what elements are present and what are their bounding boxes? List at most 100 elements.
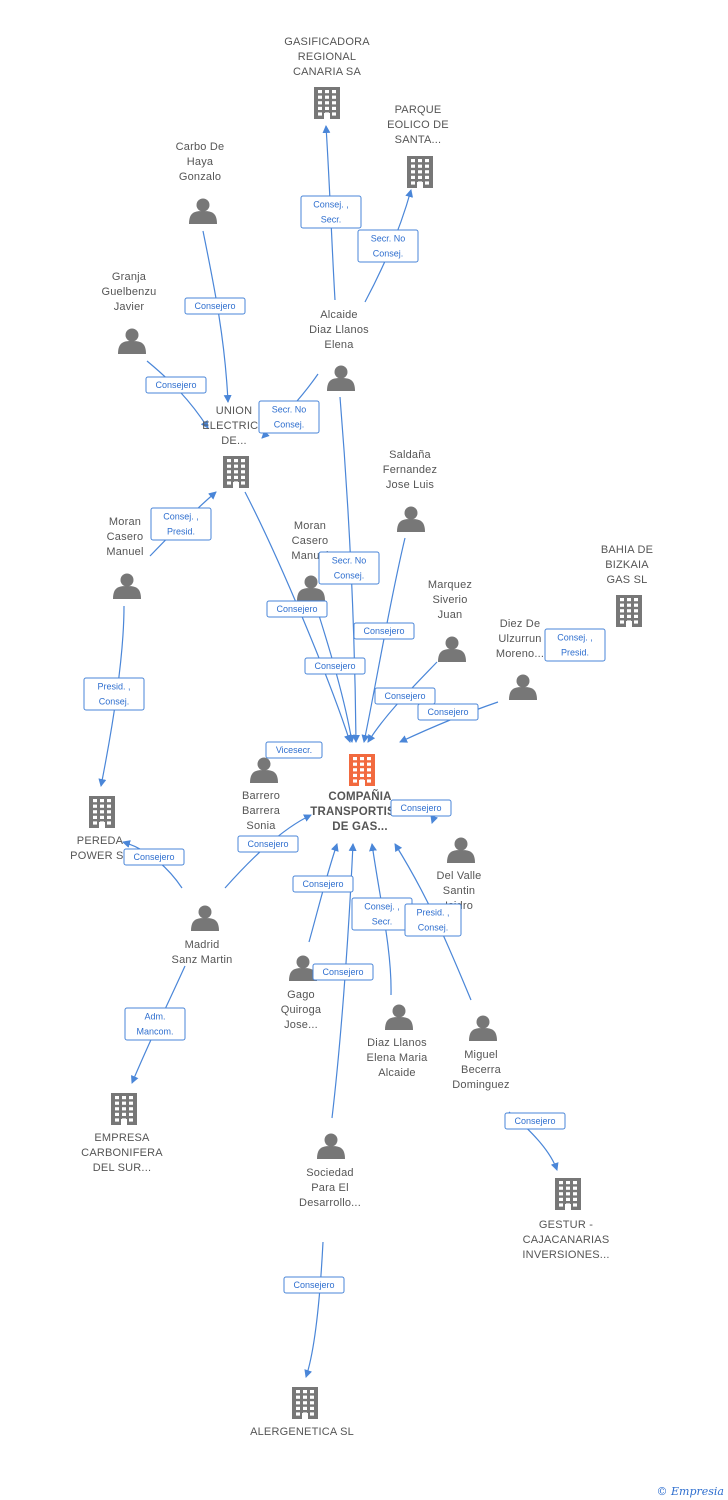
relation-edge — [304, 1241, 324, 1378]
relation-badge[interactable]: Consejero — [266, 600, 328, 618]
relation-edge — [315, 605, 355, 743]
node-label: REGIONAL — [298, 51, 356, 63]
relation-label: Secr. No — [371, 234, 406, 244]
building-icon — [555, 1178, 581, 1210]
node-label: Del Valle — [436, 870, 481, 882]
relation-badge[interactable]: Consejero — [504, 1112, 566, 1130]
relation-badge[interactable]: Presid. ,Consej. — [404, 903, 462, 937]
node-label: Miguel — [464, 1049, 498, 1061]
building-icon — [223, 456, 249, 488]
relation-badge[interactable]: Consejero — [283, 1276, 345, 1294]
node-label: Sociedad — [306, 1167, 353, 1179]
relation-badge[interactable]: Consejero — [390, 799, 452, 817]
node-label: Manuel — [106, 546, 143, 558]
node-union[interactable]: UNIONELECTRICADE... — [202, 405, 266, 488]
node-parque[interactable]: PARQUE EOLICO DE SANTA... — [387, 104, 449, 188]
node-label: Madrid — [185, 939, 220, 951]
node-label: Moran — [109, 516, 141, 528]
person-icon — [385, 1004, 413, 1030]
person-icon — [118, 328, 146, 354]
relation-badge[interactable]: Consejero — [145, 376, 207, 394]
node-label: GASIFICADORA — [284, 36, 370, 48]
node-label: COMPAÑIA — [328, 790, 391, 803]
node-alergenetica[interactable]: ALERGENETICA SL — [250, 1387, 354, 1438]
relation-edge — [202, 230, 232, 403]
person-icon — [113, 573, 141, 599]
relation-edge — [146, 360, 209, 429]
node-label: SANTA... — [395, 134, 442, 146]
relation-label: Consejero — [384, 691, 425, 701]
relation-label: Secr. — [372, 917, 393, 927]
person-icon — [447, 837, 475, 863]
node-label: Diez De — [500, 618, 541, 630]
copyright-icon: © — [656, 1485, 668, 1498]
node-gestur[interactable]: GESTUR -CAJACANARIASINVERSIONES... — [522, 1178, 609, 1261]
node-diez[interactable]: Diez DeUlzurrunMoreno... — [496, 618, 544, 700]
node-label: Diaz Llanos — [367, 1037, 427, 1049]
relation-badge[interactable]: Consej. ,Secr. — [351, 897, 413, 931]
node-gago[interactable]: GagoQuirogaJose... — [281, 955, 322, 1032]
node-label: Sonia — [246, 820, 276, 832]
relation-badge[interactable]: Consejero — [237, 835, 299, 853]
relation-badge[interactable]: Consejero — [417, 703, 479, 721]
footer-brand[interactable]: © Empresia — [657, 1485, 725, 1498]
relation-badge[interactable]: Consejero — [374, 687, 436, 705]
relation-label: Presid. — [561, 648, 589, 658]
relation-badge[interactable]: Consej. ,Presid. — [150, 507, 212, 541]
person-icon — [327, 365, 355, 391]
relation-label: Consejero — [363, 626, 404, 636]
relation-label: Consej. , — [163, 512, 199, 522]
relation-edge — [399, 701, 499, 743]
relation-label: Consejero — [276, 604, 317, 614]
node-label: INVERSIONES... — [522, 1249, 609, 1261]
node-label: Barrera — [242, 805, 281, 817]
relation-badge[interactable]: Consejero — [292, 875, 354, 893]
node-label: Marquez — [428, 579, 472, 591]
node-label: PARQUE — [395, 104, 442, 116]
relation-badge[interactable]: Consejero — [184, 297, 246, 315]
person-icon — [509, 674, 537, 700]
node-label: UNION — [216, 405, 252, 417]
relation-badge[interactable]: Consejero — [123, 848, 185, 866]
relation-badge[interactable]: Consejero — [304, 657, 366, 675]
relation-badge[interactable]: Presid. ,Consej. — [83, 677, 145, 711]
relation-edge — [244, 491, 352, 743]
relation-label: Secr. No — [332, 556, 367, 566]
node-label: Fernandez — [383, 464, 437, 476]
building-icon — [616, 595, 642, 627]
relation-badge[interactable]: Consejero — [353, 622, 415, 640]
relation-badge[interactable]: Vicesecr. — [265, 741, 323, 759]
relation-label: Consejero — [155, 380, 196, 390]
relation-badge[interactable]: Consej. ,Presid. — [544, 628, 606, 662]
node-label: EOLICO DE — [387, 119, 449, 131]
relation-badge[interactable]: Consej. ,Secr. — [300, 195, 362, 229]
building-icon — [89, 796, 115, 828]
relation-badge[interactable]: Adm.Mancom. — [124, 1007, 186, 1041]
node-delvalle[interactable]: Del ValleSantinIsidro — [436, 837, 481, 913]
person-icon — [189, 198, 217, 224]
relation-badge[interactable]: Consejero — [312, 963, 374, 981]
node-label: DE... — [221, 435, 246, 447]
relation-label: Adm. — [144, 1012, 165, 1022]
node-label: Elena — [324, 339, 354, 351]
relation-label: Secr. No — [272, 405, 307, 415]
